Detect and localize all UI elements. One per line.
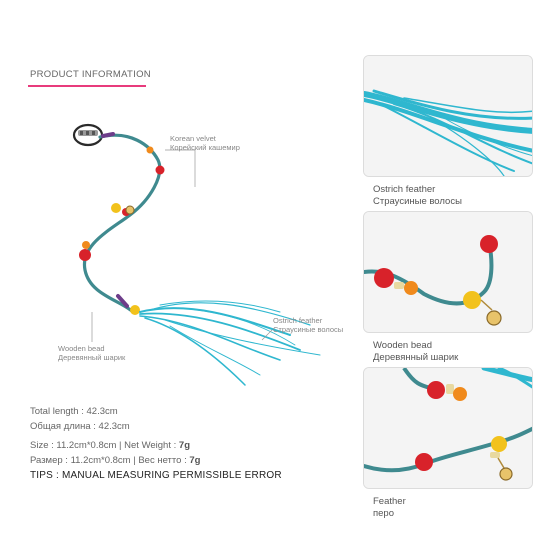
callout-feather-en: Ostrich feather [273, 316, 323, 325]
feather-icon [139, 300, 321, 386]
photo-feather-caption: Ostrich feather Страусиные волосы [373, 184, 462, 208]
photo-3-caption-en: Feather [373, 496, 406, 507]
callout-velvet-en: Korean velvet [170, 134, 216, 143]
photo-2-caption-ru: Деревянный шарик [373, 352, 459, 363]
callout-velvet: Korean velvet Корейский кашемир [170, 134, 240, 152]
callout-velvet-ru: Корейский кашемир [170, 143, 240, 152]
callout-bead-ru: Деревянный шарик [58, 353, 126, 362]
product-info-panel: PRODUCT INFORMATION [28, 69, 343, 481]
total-length-en: Total length : 42.3cm [30, 406, 118, 417]
bead-yellow [130, 305, 140, 315]
leader-lines [91, 149, 273, 342]
photo-feather-image [364, 56, 532, 176]
velvet-cord [82, 133, 162, 314]
photo-bead-caption: Wooden bead Деревянный шарик [373, 340, 458, 364]
specs-block: Total length : 42.3cm Общая длина : 42.3… [30, 404, 200, 468]
purple-wrap [116, 294, 129, 308]
callout-bead-en: Wooden bead [58, 344, 105, 353]
charm-icon [125, 205, 135, 215]
photo-bead [363, 211, 533, 333]
tips-text: TIPS : MANUAL MEASURING PERMISSIBLE ERRO… [30, 470, 282, 481]
photo-1-caption-en: Ostrich feather [373, 184, 436, 195]
size-weight-en-prefix: Size : 11.2cm*0.8cm | Net Weight : [30, 440, 179, 451]
photo-2-caption-en: Wooden bead [373, 340, 432, 351]
hair-clip-icon [72, 123, 104, 147]
size-weight-en: Size : 11.2cm*0.8cm | Net Weight : 7g [30, 438, 200, 453]
total-length-ru: Общая длина : 42.3cm [30, 421, 130, 432]
photo-cord [363, 367, 533, 489]
title-underline [28, 85, 146, 87]
section-title: PRODUCT INFORMATION [30, 69, 151, 80]
bead-yellow [111, 203, 121, 213]
callout-feather: Ostrich feather Страусиные волосы [273, 316, 343, 334]
photo-cord-caption: Feather перо [373, 496, 406, 520]
bead-red [79, 249, 91, 261]
photo-feather [363, 55, 533, 177]
product-illustration [72, 123, 321, 386]
photo-1-caption-ru: Страусиные волосы [373, 196, 462, 207]
bead-orange [82, 241, 90, 249]
bead-orange [146, 146, 154, 154]
purple-wrap [101, 132, 115, 138]
photo-bead-image [364, 212, 532, 332]
photo-cord-image [364, 368, 532, 488]
net-weight-en: 7g [178, 440, 190, 451]
net-weight-ru: 7g [189, 455, 201, 466]
bead-red [155, 165, 165, 175]
callout-feather-ru: Страусиные волосы [273, 325, 344, 334]
callout-bead: Wooden bead Деревянный шарик [58, 344, 125, 362]
size-weight-ru-prefix: Размер : 11.2cm*0.8cm | Вес нетто : [30, 455, 190, 466]
size-weight-ru: Размер : 11.2cm*0.8cm | Вес нетто : 7g [30, 453, 200, 468]
photo-3-caption-ru: перо [373, 508, 394, 519]
